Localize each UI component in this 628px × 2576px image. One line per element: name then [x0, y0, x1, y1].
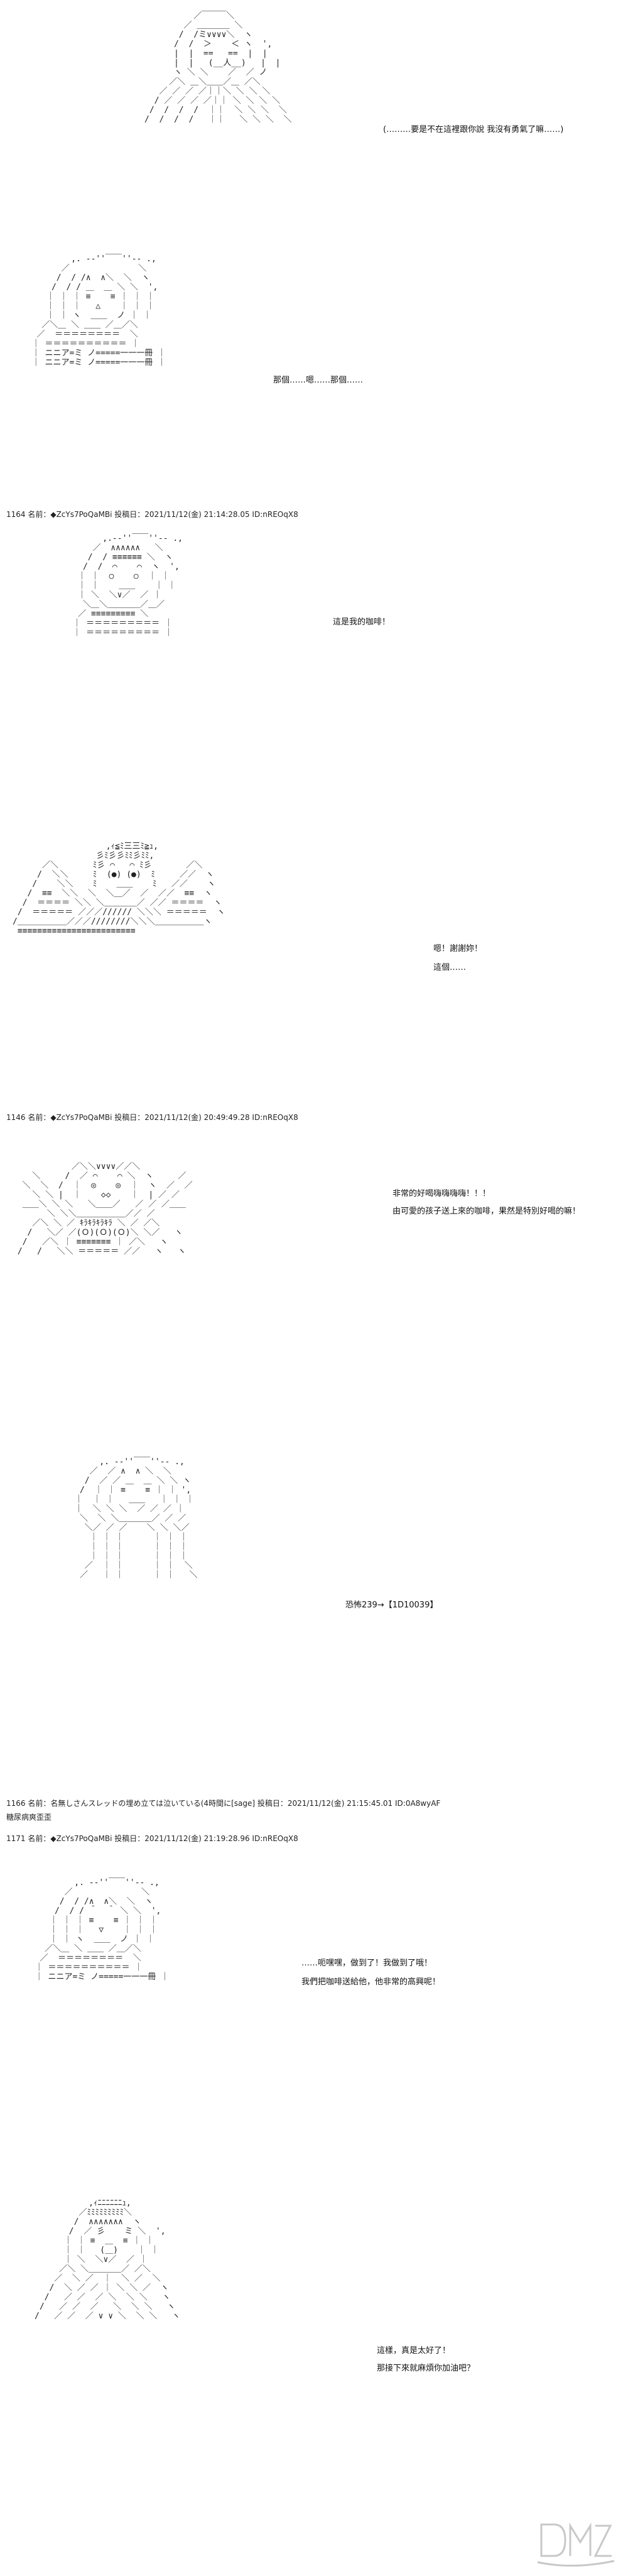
- ascii-art-girl-2: ,.-‐''￣￣''‐- ., ／ ∧∧∧∧∧∧ ＼ / / ≡≡≡≡≡≡ ＼ …: [73, 534, 183, 638]
- dialogue-line: (………要是不在這裡跟你說 我沒有勇氣了嘛……): [383, 125, 564, 134]
- dialogue-line: 這個……: [433, 963, 467, 972]
- panel-6: ,. -‐''￣￣''‐- ., ／ ／ ∧ ∧ ＼ ＼ / ／ ／ ＿ ＿ ＼…: [0, 1445, 628, 1784]
- dialogue-line: 非常的好喝嗨嗨嗨嗨！！！: [392, 1189, 491, 1198]
- dialogue-line: 由可愛的孩子送上來的咖啡，果然是特別好喝的嘛！: [392, 1207, 581, 1216]
- panel-1: ／￣￣￣＼ ／ ＿＿＿＿ ＼ / /ミ∨∨∨∨＼ ヽ / / ＞ ＜ ヽ ', …: [0, 0, 628, 264]
- ascii-art-excited: ／＼＼∨∨∨∨／／＼ ＼ / ／ ⌒ ⌒ ＼ ヽ ／ ＼ ＼ / ｜ ◎ ◎ ｜…: [17, 1162, 193, 1256]
- ascii-art-boy-1: ／￣￣￣＼ ／ ＿＿＿＿ ＼ / /ミ∨∨∨∨＼ ヽ / / ＞ ＜ ヽ ', …: [144, 11, 292, 124]
- post-header: 1166 名前：名無しさんスレッドの埋め立ては泣いている(4時間に[sage] …: [6, 1799, 441, 1808]
- post-comment: 糖尿病爽歪歪: [6, 1813, 52, 1822]
- ascii-art-girl-3: ,. -‐''￣￣''‐- ., ／ ＼ / / /∧ ∧＼ ＼ ヽ / / /…: [35, 1878, 170, 1982]
- panel-5: 1146 名前：◆ZcYs7PoQaMBi 投稿日：2021/11/12(金) …: [0, 1112, 628, 1432]
- panel-2: ,. -‐''￣￣''‐- ., ／ ＼ / / /∧ ∧＼ ＼ ヽ / / /…: [0, 248, 628, 493]
- ascii-art-girl-4: ,ｨﾆﾆﾆﾆﾆﾆｭ, ／ﾐﾐﾐﾐﾐﾐﾐﾐﾐ＼ / ∧∧∧∧∧∧∧ ヽ / ／ 彡…: [35, 2198, 180, 2321]
- dialogue-line: 恐怖239→【1D10039】: [345, 1600, 438, 1610]
- ascii-art-standing: ,. -‐''￣￣''‐- ., ／ ／ ∧ ∧ ＼ ＼ / ／ ／ ＿ ＿ ＼…: [75, 1457, 198, 1580]
- dialogue-line: 那接下來就麻煩你加油吧？: [377, 2364, 475, 2373]
- dialogue-line: 那個……嗯……那個……: [273, 376, 364, 385]
- dialogue-line: 我們把咖啡送給他，他非常的高興呢！: [301, 1977, 441, 1987]
- panel-8: ,ｨﾆﾆﾆﾆﾆﾆｭ, ／ﾐﾐﾐﾐﾐﾐﾐﾐﾐ＼ / ∧∧∧∧∧∧∧ ヽ / ／ 彡…: [0, 2180, 628, 2569]
- panel-7: ,. -‐''￣￣''‐- ., ／ ＼ / / /∧ ∧＼ ＼ ヽ / / /…: [0, 1847, 628, 2123]
- dialogue-line: 這樣，真是太好了！: [377, 2346, 451, 2356]
- panel-3: 1164 名前：◆ZcYs7PoQaMBi 投稿日：2021/11/12(金) …: [0, 509, 628, 804]
- post-header: 1171 名前：◆ZcYs7PoQaMBi 投稿日：2021/11/12(金) …: [6, 1834, 298, 1843]
- ascii-art-girl-1: ,. -‐''￣￣''‐- ., ／ ＼ / / /∧ ∧＼ ＼ ヽ / / /…: [31, 254, 166, 367]
- dialogue-line: 這是我的咖啡！: [333, 617, 391, 627]
- dialogue-line: 嗯！謝謝妳！: [433, 944, 483, 954]
- ascii-art-group-1: ,ｨ≦ﾐ三三ﾐ≧ｭ, 彡ﾐ彡彡ﾐﾐ彡ﾐﾐ, ／＼ ﾐ彡 ⌒ ⌒ ﾐ彡 ／＼ / …: [13, 842, 225, 936]
- post-header: 1146 名前：◆ZcYs7PoQaMBi 投稿日：2021/11/12(金) …: [6, 1113, 298, 1122]
- dialogue-line: ……呃嘿嘿，做到了！我做到了哦！: [301, 1959, 433, 1968]
- panel-4: ,ｨ≦ﾐ三三ﾐ≧ｭ, 彡ﾐ彡彡ﾐﾐ彡ﾐﾐ, ／＼ ﾐ彡 ⌒ ⌒ ﾐ彡 ／＼ / …: [0, 823, 628, 1106]
- post-info: 1166 名前：名無しさんスレッドの埋め立ては泣いている(4時間に[sage] …: [0, 1798, 628, 1848]
- post-header: 1164 名前：◆ZcYs7PoQaMBi 投稿日：2021/11/12(金) …: [6, 510, 298, 519]
- dmzj-watermark-logo: [537, 2522, 615, 2567]
